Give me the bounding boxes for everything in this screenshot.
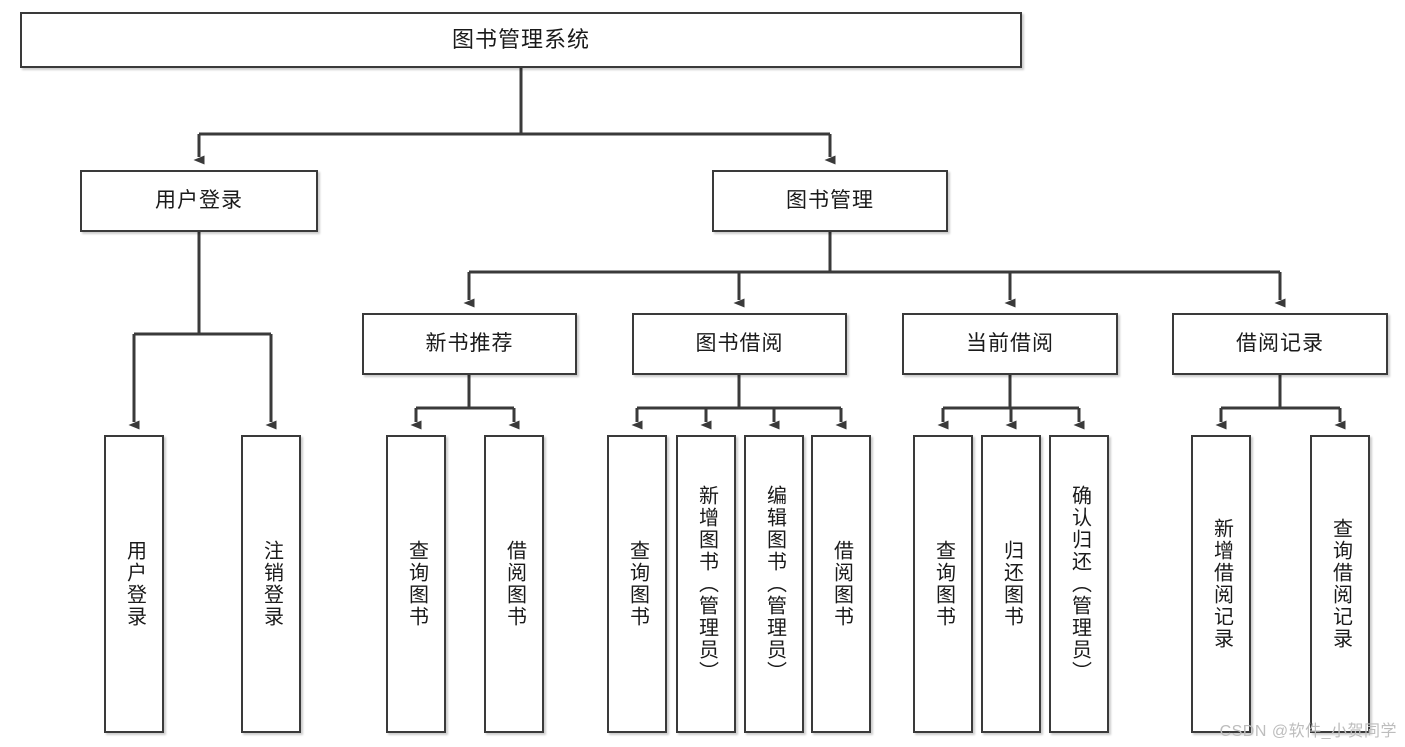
leaf-borrow-book-recommendation[interactable]: 借阅图书	[484, 435, 544, 733]
leaf-add-borrowing-record[interactable]: 新增借阅记录	[1191, 435, 1251, 733]
node-current-borrowing[interactable]: 当前借阅	[902, 313, 1118, 375]
node-label: 图书管理系统	[451, 27, 590, 53]
edge-group-current-borrow	[937, 375, 1085, 430]
leaf-return-book[interactable]: 归还图书	[981, 435, 1041, 733]
node-label: 借阅图书	[830, 540, 853, 628]
edge-group-borrow	[631, 375, 847, 430]
node-user-login[interactable]: 用户登录	[80, 170, 318, 232]
node-label: 用户登录	[123, 540, 146, 628]
node-new-book-recommendation[interactable]: 新书推荐	[362, 313, 577, 375]
node-label: 新书推荐	[425, 331, 514, 355]
node-label: 图书借阅	[695, 331, 784, 355]
edge-group-new-book	[410, 375, 520, 430]
leaf-query-borrowing-record[interactable]: 查询借阅记录	[1310, 435, 1370, 733]
leaf-borrow-book[interactable]: 借阅图书	[811, 435, 871, 733]
node-label: 查询图书	[626, 540, 649, 628]
node-label: 图书管理	[786, 188, 874, 212]
node-label: 借阅图书	[503, 540, 526, 628]
node-label: 确认归还（管理员）	[1068, 485, 1091, 683]
node-book-management-system[interactable]: 图书管理系统	[20, 12, 1022, 68]
leaf-logout[interactable]: 注销登录	[241, 435, 301, 733]
leaf-user-login[interactable]: 用户登录	[104, 435, 164, 733]
leaf-add-book-admin[interactable]: 新增图书（管理员）	[676, 435, 736, 733]
node-label: 查询借阅记录	[1329, 518, 1352, 650]
node-label: 查询图书	[405, 540, 428, 628]
node-label: 借阅记录	[1236, 331, 1324, 355]
leaf-confirm-return-admin[interactable]: 确认归还（管理员）	[1049, 435, 1109, 733]
node-label: 查询图书	[932, 540, 955, 628]
node-label: 当前借阅	[966, 331, 1054, 355]
leaf-query-book-recommendation[interactable]: 查询图书	[386, 435, 446, 733]
leaf-query-book-current[interactable]: 查询图书	[913, 435, 973, 733]
node-borrowing-record[interactable]: 借阅记录	[1172, 313, 1388, 375]
leaf-edit-book-admin[interactable]: 编辑图书（管理员）	[744, 435, 804, 733]
edge-group-borrow-record	[1215, 375, 1346, 430]
node-book-management[interactable]: 图书管理	[712, 170, 948, 232]
node-book-borrowing[interactable]: 图书借阅	[632, 313, 847, 375]
node-label: 新增借阅记录	[1210, 518, 1233, 650]
node-label: 用户登录	[155, 188, 243, 212]
edge-group-user-login	[128, 232, 277, 430]
edge-group-book-mgmt	[463, 232, 1286, 308]
node-label: 新增图书（管理员）	[695, 485, 718, 683]
csdn-watermark: CSDN @软件_小贺同学	[1219, 723, 1397, 740]
node-label: 归还图书	[1000, 540, 1023, 628]
leaf-query-book-borrowing[interactable]: 查询图书	[607, 435, 667, 733]
node-label: 注销登录	[260, 540, 283, 628]
edge-group-root	[193, 68, 836, 165]
node-label: 编辑图书（管理员）	[763, 485, 786, 683]
